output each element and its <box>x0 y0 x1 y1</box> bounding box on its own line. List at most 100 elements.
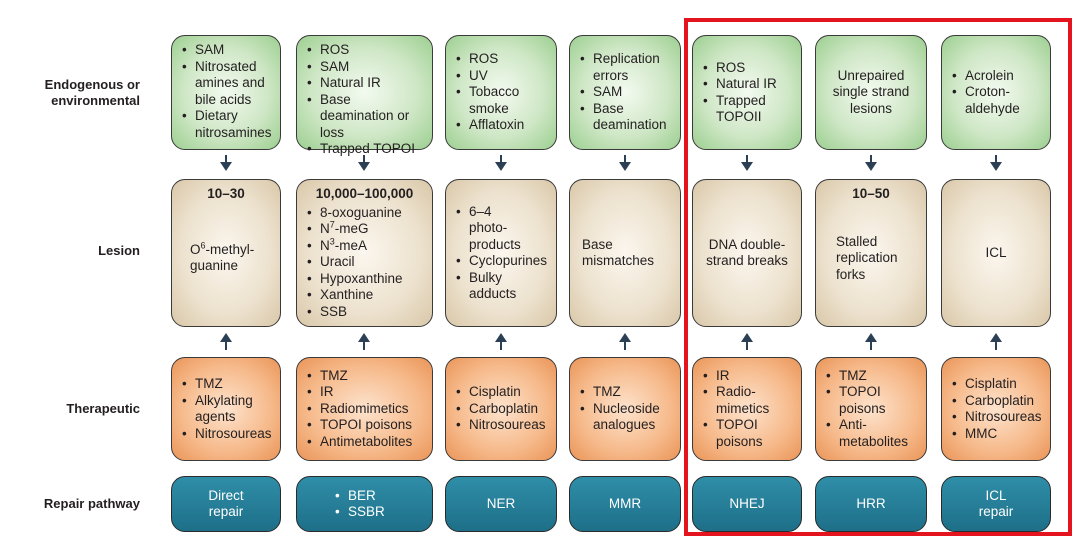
therapeutic-item: IR <box>307 384 428 401</box>
therapeutic-box-direct: TMZ Alkylating agents Nitrosoureas <box>171 357 281 461</box>
therapeutic-box-icl: Cisplatin Carboplatin Nitrosoureas MMC <box>941 357 1051 461</box>
source-item: SAM <box>182 42 276 59</box>
therapeutic-item: Cisplatin <box>952 376 1046 393</box>
repair-label: HRR <box>856 495 886 511</box>
source-item: Dietary nitrosamines <box>182 108 276 141</box>
source-item: UV <box>456 68 552 85</box>
therapeutic-item: Nitrosoureas <box>952 409 1046 426</box>
repair-item: SSBR <box>335 504 385 521</box>
therapeutic-item: Nitrosoureas <box>182 426 276 443</box>
lesion-item: Cyclopurines <box>456 253 552 270</box>
therapeutic-item: Nucleoside analogues <box>580 401 668 434</box>
therapeutic-item: Cisplatin <box>456 384 552 401</box>
repair-box-mmr: MMR <box>569 476 681 532</box>
therapeutic-box-ber: TMZ IR Radiomimetics TOPOI poisons Antim… <box>296 357 433 461</box>
source-item: ROS <box>703 60 797 77</box>
lesion-item: Hypoxanthine <box>307 271 428 288</box>
source-box-direct: SAM Nitrosated amines and bile acids Die… <box>171 35 281 150</box>
lesion-box-nhej: DNA double-strand breaks <box>692 179 802 327</box>
lesion-item: 6–4 photo-products <box>456 204 531 254</box>
repair-box-direct: Direct repair <box>171 476 281 532</box>
therapeutic-box-ner: Cisplatin Carboplatin Nitrosoureas <box>445 357 557 461</box>
lesion-count: 10–30 <box>207 186 245 201</box>
lesion-item: Bulky adducts <box>456 270 529 303</box>
lesion-box-hrr: 10–50 Stalled replication forks <box>815 179 927 327</box>
source-item: Nitrosated amines and bile acids <box>182 59 276 109</box>
highlight-frame <box>684 18 1072 536</box>
source-box-ber: ROS SAM Natural IR Base deamination or l… <box>296 35 433 157</box>
repair-item: BER <box>335 488 385 505</box>
therapeutic-item: Carboplatin <box>952 393 1046 410</box>
source-box-hrr: Unrepaired single strand lesions <box>815 35 927 150</box>
repair-box-hrr: HRR <box>815 476 927 532</box>
therapeutic-box-hrr: TMZ TOPOI poisons Anti-metabolites <box>815 357 927 461</box>
source-item: Natural IR <box>703 76 797 93</box>
therapeutic-item: TOPOI poisons <box>703 417 776 450</box>
source-item: ROS <box>456 51 552 68</box>
repair-box-ner: NER <box>445 476 557 532</box>
therapeutic-box-nhej: IR Radio-mimetics TOPOI poisons <box>692 357 802 461</box>
therapeutic-item: Radio-mimetics <box>703 384 778 417</box>
row-label-lesion: Lesion <box>98 243 140 258</box>
lesion-text: Base mismatches <box>582 236 655 269</box>
source-item: Croton-aldehyde <box>952 84 1023 117</box>
lesion-item: 8-oxoguanine <box>307 205 428 222</box>
repair-label: Direct repair <box>208 487 244 520</box>
therapeutic-item: Carboplatin <box>456 401 552 418</box>
lesion-item: Uracil <box>307 254 428 271</box>
repair-box-ber: BER SSBR <box>296 476 433 532</box>
lesion-item: N3-meA <box>307 237 428 255</box>
lesion-count: 10–50 <box>852 186 890 201</box>
therapeutic-item: IR <box>703 368 797 385</box>
therapeutic-item: MMC <box>952 426 1046 443</box>
lesion-box-icl: ICL <box>941 179 1051 327</box>
source-box-ner: ROS UV Tobacco smoke Afflatoxin <box>445 35 557 150</box>
lesion-box-ner: 6–4 photo-products Cyclopurines Bulky ad… <box>445 179 557 327</box>
source-item: Trapped TOPOI <box>307 141 428 158</box>
repair-label: NHEJ <box>729 495 765 511</box>
source-item: Replication errors <box>580 51 673 84</box>
therapeutic-item: TMZ <box>826 368 922 385</box>
lesion-box-direct: 10–30 O6-methyl-guanine <box>171 179 281 327</box>
lesion-text: DNA double-strand breaks <box>706 236 788 269</box>
source-item: Base deamination <box>580 101 673 134</box>
source-item: Acrolein <box>952 68 1046 85</box>
lesion-box-mmr: Base mismatches <box>569 179 681 327</box>
lesion-item: SSB <box>307 304 428 321</box>
therapeutic-box-mmr: TMZ Nucleoside analogues <box>569 357 681 461</box>
therapeutic-item: TMZ <box>307 368 428 385</box>
source-item: SAM <box>307 59 428 76</box>
repair-label: NER <box>486 495 516 511</box>
therapeutic-item: Anti-metabolites <box>826 417 919 450</box>
source-item: ROS <box>307 42 428 59</box>
lesion-text: O6-methyl-guanine <box>190 240 255 274</box>
source-box-icl: Acrolein Croton-aldehyde <box>941 35 1051 150</box>
repair-box-nhej: NHEJ <box>692 476 802 532</box>
source-item: SAM <box>580 84 676 101</box>
source-item: Trapped TOPOII <box>703 93 776 126</box>
therapeutic-item: Nitrosoureas <box>456 417 552 434</box>
source-item: Tobacco smoke <box>456 84 529 117</box>
source-item: Base deamination or loss <box>307 92 428 142</box>
repair-label: MMR <box>608 495 642 511</box>
lesion-item: Xanthine <box>307 287 428 304</box>
lesion-item: N7-meG <box>307 220 428 238</box>
therapeutic-item: TMZ <box>580 384 676 401</box>
lesion-box-ber: 10,000–100,000 8-oxoguanine N7-meG N3-me… <box>296 179 433 327</box>
repair-label: ICL repair <box>978 487 1014 520</box>
source-box-nhej: ROS Natural IR Trapped TOPOII <box>692 35 802 150</box>
row-label-repair: Repair pathway <box>43 496 140 511</box>
therapeutic-item: TOPOI poisons <box>307 417 428 434</box>
therapeutic-item: TMZ <box>182 376 276 393</box>
therapeutic-item: TOPOI poisons <box>826 384 899 417</box>
repair-box-icl: ICL repair <box>941 476 1051 532</box>
therapeutic-item: Radiomimetics <box>307 401 428 418</box>
source-text: Unrepaired single strand lesions <box>832 67 910 116</box>
source-box-mmr: Replication errors SAM Base deamination <box>569 35 681 150</box>
row-label-therapeutic: Therapeutic <box>66 401 140 416</box>
lesion-text: Stalled replication forks <box>836 233 898 282</box>
lesion-count: 10,000–100,000 <box>315 186 414 201</box>
lesion-text: ICL <box>985 244 1007 260</box>
source-item: Natural IR <box>307 75 428 92</box>
therapeutic-item: Alkylating agents <box>182 393 276 426</box>
